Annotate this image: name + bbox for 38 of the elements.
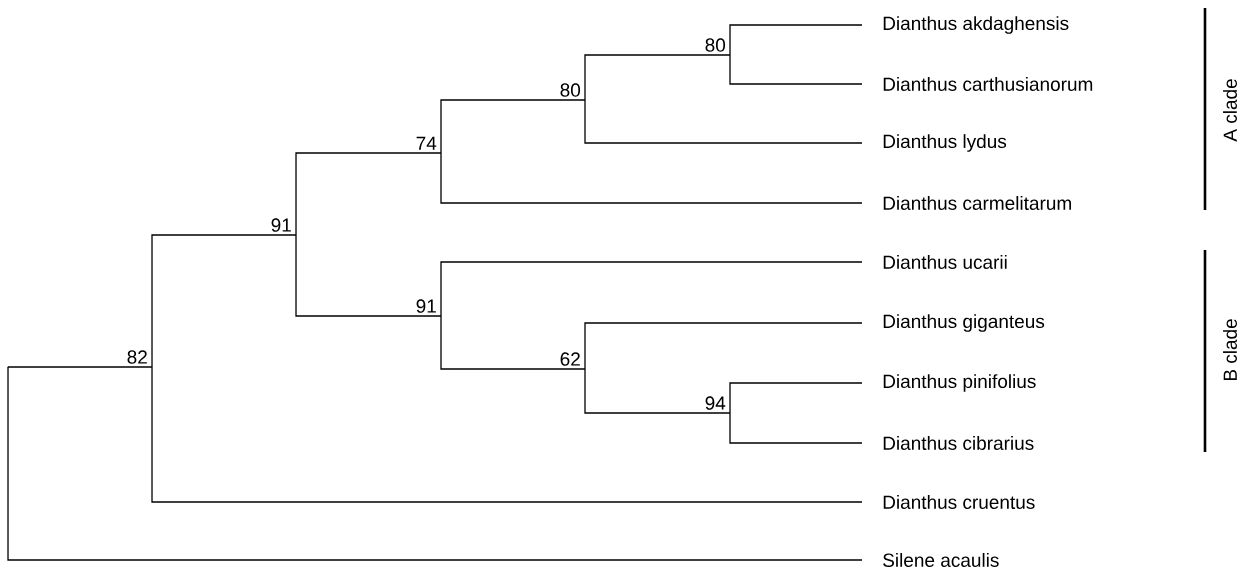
- clade-label: B clade: [1223, 319, 1237, 381]
- support-value: 80: [705, 38, 726, 52]
- taxon-label: Dianthus ucarii: [883, 255, 1007, 269]
- branch-line: [440, 99, 586, 154]
- taxon-label: Dianthus carmelitarum: [883, 196, 1071, 210]
- taxon-label: Silene acaulis: [883, 553, 999, 567]
- support-value: 82: [127, 350, 147, 364]
- branch-line: [440, 261, 863, 317]
- branch-line: [729, 54, 863, 85]
- branch-line: [7, 366, 153, 368]
- branch-line: [295, 152, 442, 236]
- branch-line: [7, 366, 863, 561]
- taxon-label: Dianthus giganteus: [883, 314, 1045, 332]
- support-value: 91: [271, 218, 291, 232]
- branch-line: [151, 366, 863, 503]
- taxon-label: Dianthus pinifolius: [883, 374, 1036, 392]
- taxon-label: Dianthus cruentus: [883, 495, 1035, 509]
- support-value: 94: [705, 396, 726, 410]
- taxon-label: Dianthus akdaghensis: [883, 16, 1069, 34]
- support-value: 74: [416, 136, 437, 150]
- branch-line: [584, 322, 863, 370]
- branch-line: [584, 54, 731, 101]
- taxon-label: Dianthus cibrarius: [883, 436, 1034, 450]
- support-value: 91: [416, 299, 436, 313]
- branch-line: [440, 315, 586, 370]
- taxon-label: Dianthus carthusianorum: [883, 77, 1093, 91]
- branch-line: [729, 412, 863, 444]
- branch-line: [584, 99, 863, 144]
- branch-line: [729, 24, 863, 56]
- branch-line: [440, 152, 863, 204]
- branch-line: [729, 382, 863, 414]
- branch-line: [584, 368, 731, 414]
- support-value: 62: [560, 352, 580, 366]
- clade-label: A clade: [1223, 79, 1237, 142]
- branch-line: [295, 234, 442, 317]
- taxon-label: Dianthus lydus: [883, 134, 1007, 152]
- support-value: 80: [560, 83, 581, 97]
- branch-line: [151, 234, 297, 368]
